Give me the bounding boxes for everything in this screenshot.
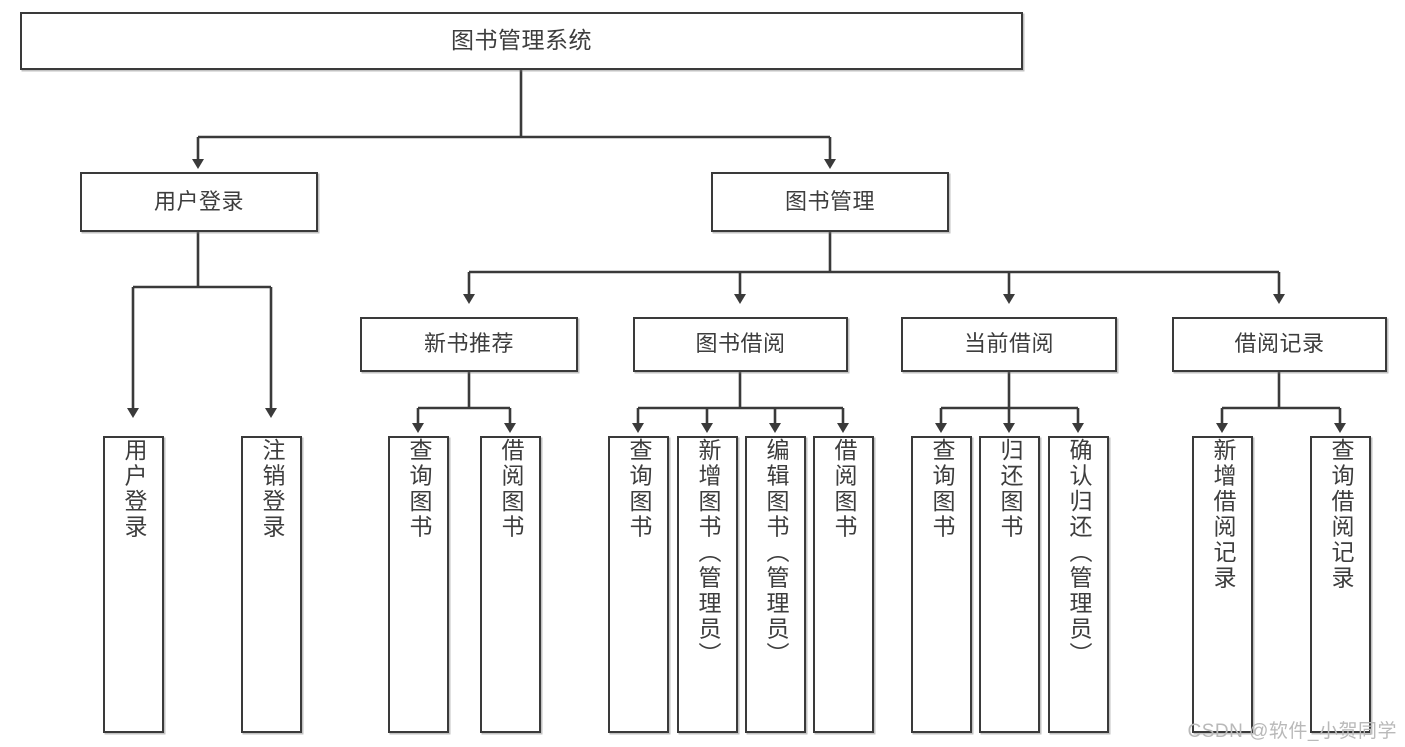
leaf-recommend-borrow-book[interactable]: 借阅图书 (480, 436, 541, 733)
node-book-borrow[interactable]: 图书借阅 (633, 317, 848, 372)
node-label: 借阅图书 (498, 438, 524, 540)
node-label: 新增借阅记录 (1210, 438, 1236, 591)
node-label: 查询图书 (929, 438, 955, 540)
leaf-current-confirm-return[interactable]: 确认归还（管理员） (1048, 436, 1109, 733)
leaf-user-login-login[interactable]: 用户登录 (103, 436, 164, 733)
node-label: 查询图书 (406, 438, 432, 540)
leaf-user-login-logout[interactable]: 注销登录 (241, 436, 302, 733)
node-label: 当前借阅 (963, 331, 1054, 357)
node-label: 借阅记录 (1234, 331, 1325, 357)
leaf-borrow-add-book[interactable]: 新增图书（管理员） (677, 436, 738, 733)
node-label: 借阅图书 (831, 438, 857, 540)
node-label: 图书管理 (784, 188, 875, 214)
node-label: 新增图书（管理员） (695, 438, 721, 668)
node-root-system[interactable]: 图书管理系统 (20, 12, 1023, 70)
leaf-current-query-book[interactable]: 查询图书 (911, 436, 972, 733)
node-label: 用户登录 (153, 188, 244, 214)
leaf-records-query-record[interactable]: 查询借阅记录 (1310, 436, 1371, 733)
node-label: 查询借阅记录 (1328, 438, 1354, 591)
leaf-recommend-query-book[interactable]: 查询图书 (388, 436, 449, 733)
node-label: 注销登录 (259, 438, 285, 540)
node-label: 查询图书 (626, 438, 652, 540)
leaf-records-add-record[interactable]: 新增借阅记录 (1192, 436, 1253, 733)
leaf-current-return-book[interactable]: 归还图书 (979, 436, 1040, 733)
leaf-borrow-borrow-book[interactable]: 借阅图书 (813, 436, 874, 733)
leaf-borrow-edit-book[interactable]: 编辑图书（管理员） (745, 436, 806, 733)
csdn-watermark: CSDN @软件_小贺同学 (1187, 721, 1397, 742)
node-current-borrow[interactable]: 当前借阅 (901, 317, 1117, 372)
node-label: 新书推荐 (423, 331, 514, 357)
node-new-book-recommend[interactable]: 新书推荐 (360, 317, 578, 372)
node-book-management[interactable]: 图书管理 (711, 172, 949, 232)
node-label: 归还图书 (997, 438, 1023, 540)
node-label: 用户登录 (121, 438, 147, 540)
node-label: 图书借阅 (695, 331, 786, 357)
node-label: 确认归还（管理员） (1066, 438, 1092, 668)
node-user-login[interactable]: 用户登录 (80, 172, 318, 232)
leaf-borrow-query-book[interactable]: 查询图书 (608, 436, 669, 733)
node-label: 编辑图书（管理员） (763, 438, 789, 668)
node-label: 图书管理系统 (451, 27, 592, 54)
node-borrow-records[interactable]: 借阅记录 (1172, 317, 1387, 372)
